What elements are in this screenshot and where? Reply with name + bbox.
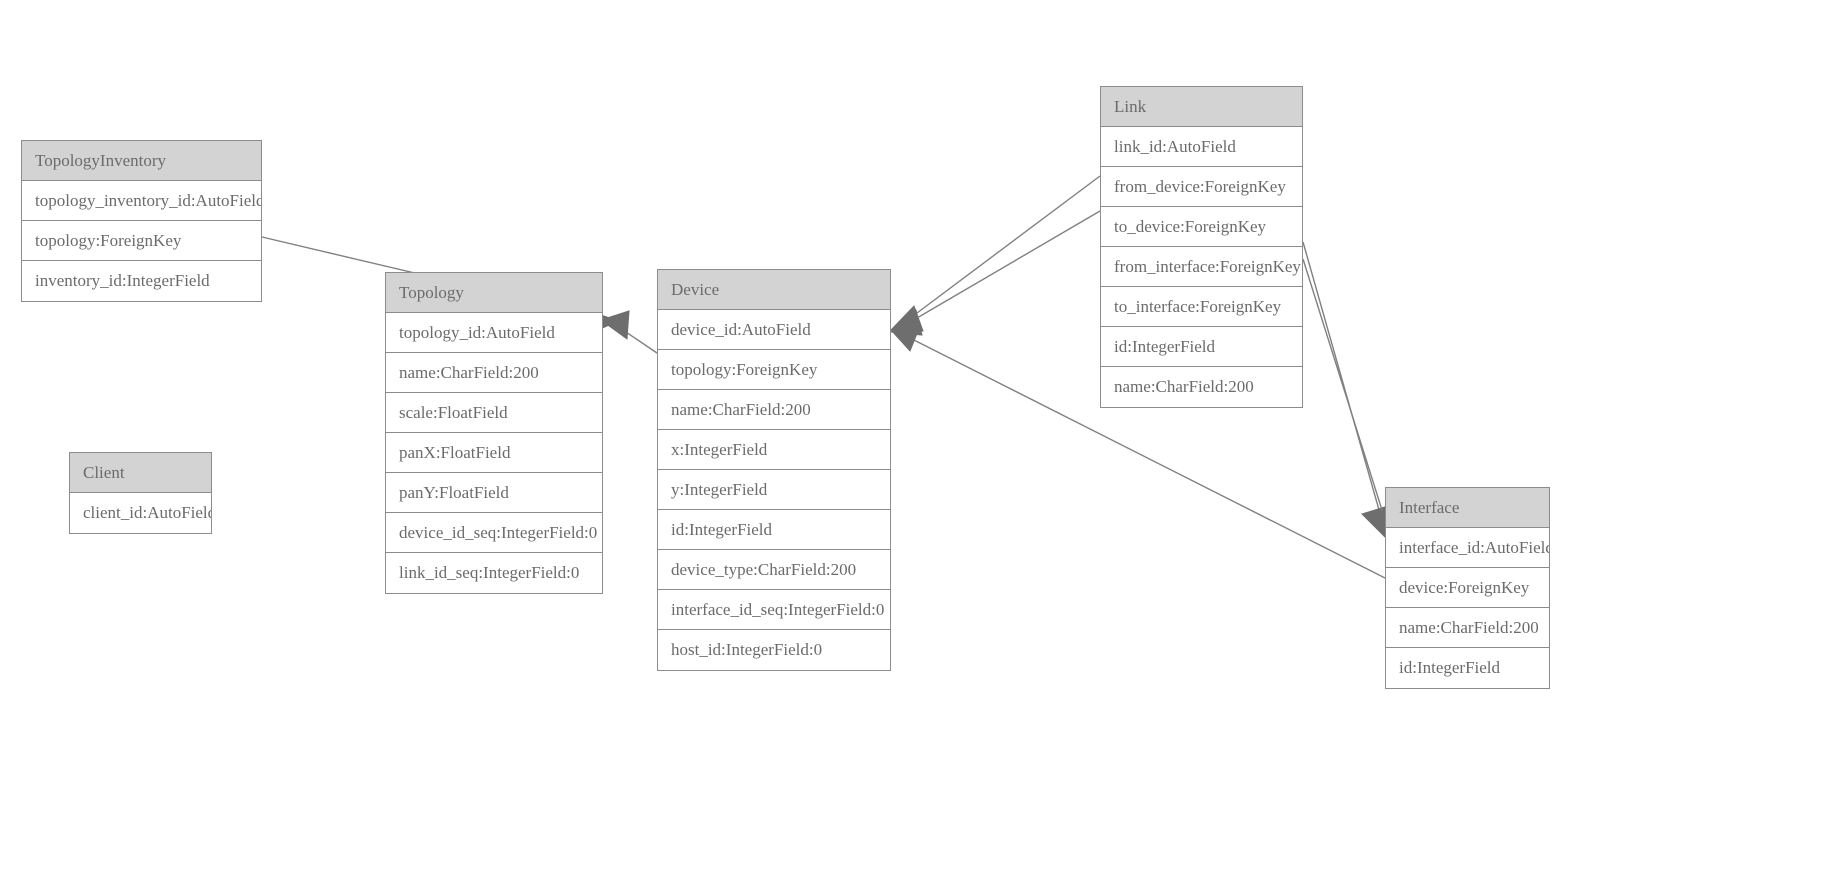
entity-field-row[interactable]: client_id:AutoField: [70, 493, 211, 533]
relationship-arrowhead-icon: [599, 310, 630, 340]
entity-field-row[interactable]: device_id:AutoField: [658, 310, 890, 350]
entity-field-row[interactable]: id:IntegerField: [658, 510, 890, 550]
entity-field-row[interactable]: device:ForeignKey: [1386, 568, 1549, 608]
entity-field-row[interactable]: y:IntegerField: [658, 470, 890, 510]
entity-field-row[interactable]: device_type:CharField:200: [658, 550, 890, 590]
entity-field-row[interactable]: panX:FloatField: [386, 433, 602, 473]
entity-title-client: Client: [70, 453, 211, 493]
relationship-rel-link-frominterface: [1302, 241, 1389, 539]
relationship-arrowhead-icon: [889, 325, 921, 352]
entity-field-row[interactable]: topology_inventory_id:AutoField: [22, 181, 261, 221]
entity-field-row[interactable]: name:CharField:200: [658, 390, 890, 430]
relationship-arrowhead-icon: [889, 309, 923, 336]
entity-field-row[interactable]: topology_id:AutoField: [386, 313, 602, 353]
entity-field-row[interactable]: id:IntegerField: [1386, 648, 1549, 688]
entity-field-row[interactable]: from_device:ForeignKey: [1101, 167, 1302, 207]
entity-field-row[interactable]: x:IntegerField: [658, 430, 890, 470]
entity-field-row[interactable]: link_id_seq:IntegerField:0: [386, 553, 602, 593]
entity-field-row[interactable]: name:CharField:200: [1386, 608, 1549, 648]
entity-field-row[interactable]: scale:FloatField: [386, 393, 602, 433]
entity-field-row[interactable]: interface_id:AutoField: [1386, 528, 1549, 568]
entity-field-row[interactable]: device_id_seq:IntegerField:0: [386, 513, 602, 553]
relationship-rel-link-todevice: [889, 210, 1101, 336]
entity-field-row[interactable]: name:CharField:200: [386, 353, 602, 393]
entity-field-row[interactable]: panY:FloatField: [386, 473, 602, 513]
relationship-arrowhead-icon: [889, 305, 924, 332]
relationship-line: [904, 175, 1101, 323]
entity-field-row[interactable]: to_interface:ForeignKey: [1101, 287, 1302, 327]
entity-field-row[interactable]: to_device:ForeignKey: [1101, 207, 1302, 247]
entity-field-row[interactable]: topology:ForeignKey: [658, 350, 890, 390]
relationship-line: [904, 210, 1101, 326]
entity-field-row[interactable]: from_interface:ForeignKey: [1101, 247, 1302, 287]
entity-title-device: Device: [658, 270, 890, 310]
entity-field-row[interactable]: inventory_id:IntegerField: [22, 261, 261, 301]
entity-title-topology: Topology: [386, 273, 602, 313]
entity-field-row[interactable]: name:CharField:200: [1101, 367, 1302, 407]
entity-field-row[interactable]: host_id:IntegerField:0: [658, 630, 890, 670]
relationship-rel-link-tointerface: [1302, 258, 1393, 540]
relationship-line: [1302, 258, 1388, 527]
entity-field-row[interactable]: topology:ForeignKey: [22, 221, 261, 261]
entity-field-row[interactable]: interface_id_seq:IntegerField:0: [658, 590, 890, 630]
relationship-rel-link-fromdevice: [889, 175, 1101, 332]
entity-field-row[interactable]: link_id:AutoField: [1101, 127, 1302, 167]
entity-field-row[interactable]: id:IntegerField: [1101, 327, 1302, 367]
relationship-line: [1302, 241, 1384, 525]
entity-title-interface: Interface: [1386, 488, 1549, 528]
relationship-rel-topology-device: [599, 310, 658, 354]
entity-title-topology-inventory: TopologyInventory: [22, 141, 261, 181]
relationship-line: [616, 325, 658, 354]
entity-title-link: Link: [1101, 87, 1302, 127]
